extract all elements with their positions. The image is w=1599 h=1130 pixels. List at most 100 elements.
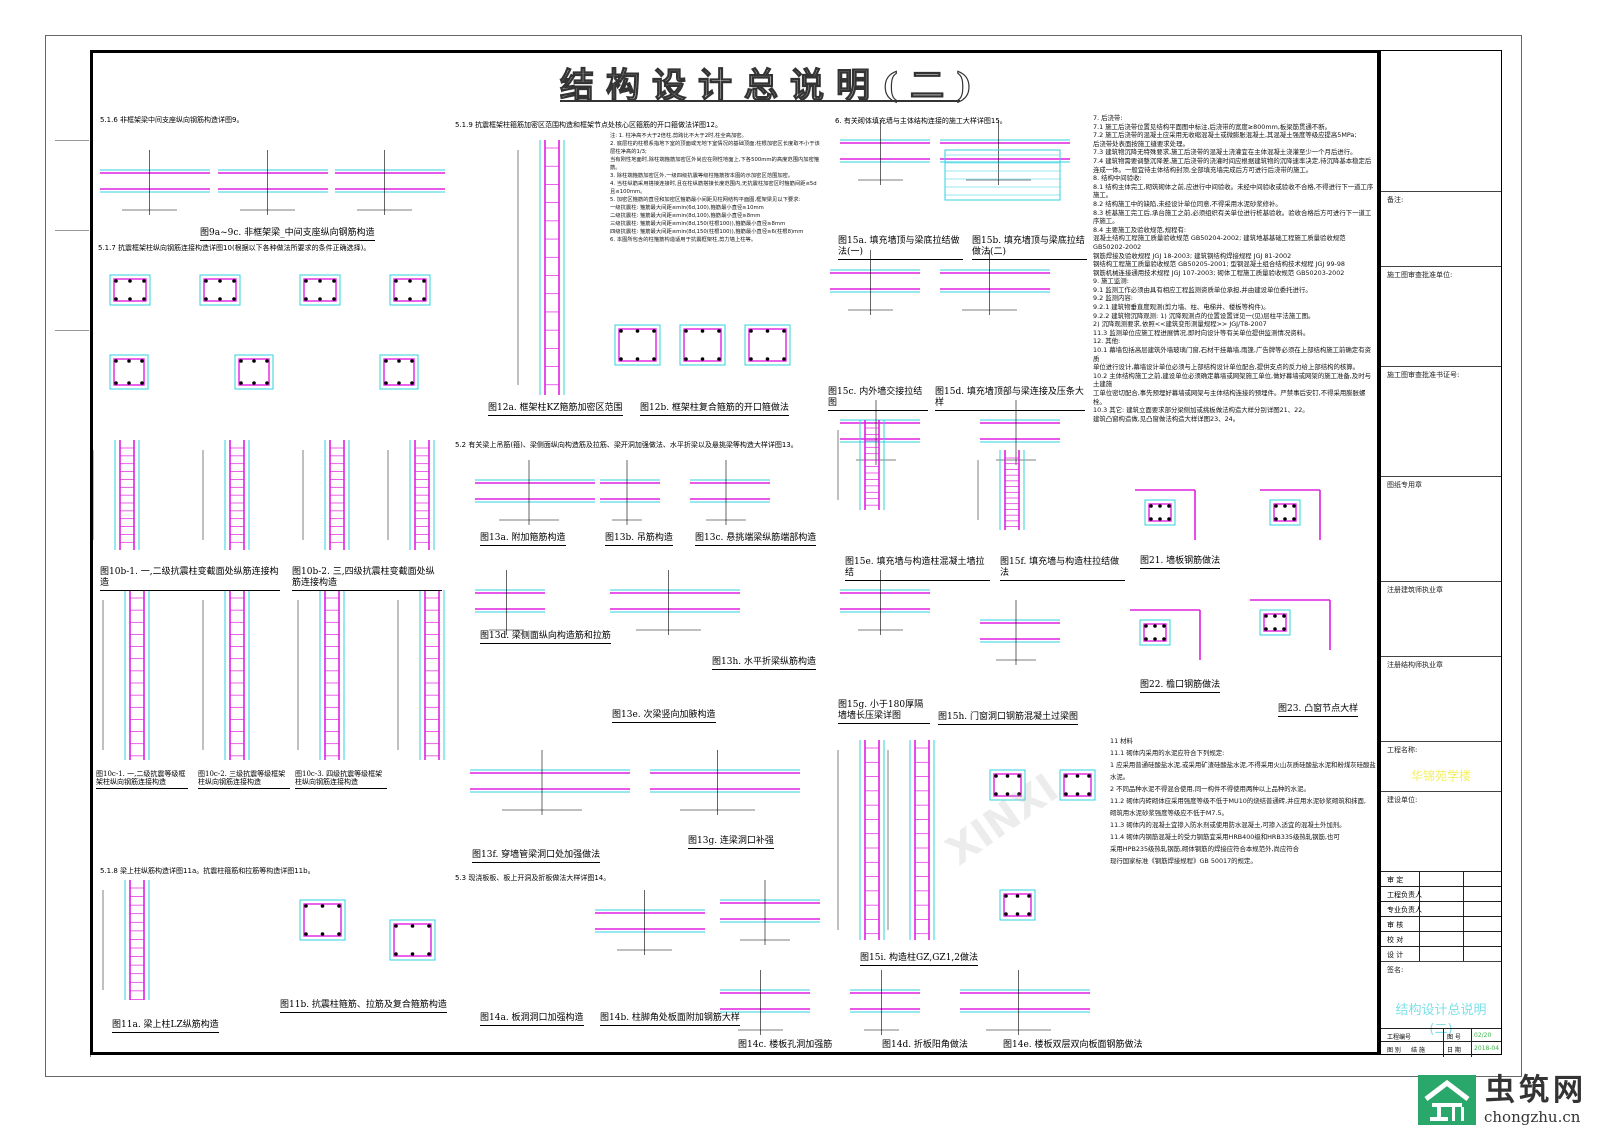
rebar-dot	[337, 904, 341, 908]
stamp-architect: 注册建筑师执业章	[1381, 581, 1501, 656]
note-line: 2. 底层柱的柱根系指地下室的顶面或无地下室情况的基础顶面;柱根加密区长度取不小…	[610, 141, 820, 155]
section-5-1-7: 5.1.7 抗震框架柱纵向钢筋连接构造详图10(根据以下各种做法所要求的条件正确…	[98, 244, 371, 252]
figure-caption: 图14d. 折板阳角做法	[882, 1040, 968, 1053]
binding-cell	[55, 140, 89, 231]
signature-field: 签名: 结构设计总说明(二)	[1381, 961, 1501, 1037]
house-icon	[1424, 1079, 1470, 1121]
rebar-dot	[1017, 792, 1021, 796]
note-line: 10.3 其它: 建筑立面要求部分梁侧加或挑板做法构造大样分别详图21、22。	[1093, 406, 1309, 415]
rebar-dot	[427, 952, 431, 956]
stirrup	[748, 328, 787, 362]
rebar-dot	[1144, 624, 1148, 628]
stirrup	[393, 278, 427, 302]
rebar-dot	[1075, 774, 1080, 778]
figure-caption: 图22. 檐口钢筋做法	[1140, 680, 1221, 693]
rebar-dot	[410, 381, 414, 385]
note-line: 10.1 幕墙包括高层建筑外墙玻璃门窗,石材干挂幕墙,雨篷,广告牌等必须在上部结…	[1093, 346, 1371, 363]
note-line: 7.4 建筑物需要调整沉降差,施工后浇带的浇灌时间应根据建筑物的沉降速率决定,待…	[1093, 156, 1372, 165]
rebar-dot	[422, 297, 426, 301]
figure-caption: 图15d. 填充墙顶部与梁连接及压条大样	[935, 387, 1085, 411]
figure-caption: 图15g. 小于180厚隔墙墙长压梁详图	[838, 700, 930, 724]
rebar-dot	[1144, 637, 1148, 641]
rebar-dot	[994, 774, 998, 778]
rebar-dot	[1264, 614, 1268, 618]
chongzhu-logo[interactable]	[1418, 1075, 1476, 1125]
stirrup	[1143, 623, 1167, 642]
rebar-dot	[717, 357, 721, 361]
rebar-dot	[1292, 504, 1296, 508]
rebar-dot	[1004, 894, 1008, 898]
rebar-dot	[337, 932, 341, 936]
sheet-border	[45, 35, 1522, 1077]
note-line: 10.2 主体结构施工之前,建设单位必须确定幕墙或网架施工单位,做好幕墙或网架的…	[1093, 371, 1371, 389]
role-label: 专业负责人	[1387, 906, 1422, 914]
rebar-dot	[142, 297, 146, 301]
logo-url[interactable]: chongzhu.cn	[1484, 1108, 1581, 1126]
figure-caption: 图15i. 构造柱GZ,GZ1,2做法	[860, 953, 978, 966]
rebar-dot	[1282, 627, 1286, 631]
rebar-dot	[252, 381, 256, 385]
remarks-field: 备注:	[1381, 191, 1501, 266]
section-6: 6. 有关砌体填充墙与主体结构连接的施工大样详图15。	[835, 117, 1007, 125]
note-line: 3. 除柱端箍筋加密区外,一级四级抗震等级柱箍筋按本图的示加密区范围加密。	[610, 173, 794, 179]
note-line: 7.3 建筑物沉降无特殊要求,施工后浇带的混凝土浇灌宜在主体混凝土浇灌至少一个月…	[1093, 148, 1357, 157]
date-label: 日 期	[1447, 1047, 1461, 1054]
section-outline	[379, 354, 419, 390]
note-line: 8. 结构中间验收:	[1093, 174, 1142, 183]
rebar-dot	[422, 279, 426, 283]
section-outline	[744, 324, 791, 366]
rebar-dot	[265, 381, 269, 385]
rebar-dot	[318, 279, 322, 283]
figure-caption: 图15c. 内外墙交接拉结图	[828, 387, 928, 411]
note-line: 建筑凸窗构造做,见凸窗做法构造大样详图23、24。	[1093, 414, 1240, 423]
rebar-dot	[1005, 774, 1010, 778]
rebar-dot	[1087, 792, 1091, 796]
rebar-dot	[320, 932, 325, 936]
rebar-dot	[320, 904, 325, 908]
rebar-dot	[332, 297, 336, 301]
section-outline	[199, 274, 241, 306]
logo-text: 虫筑网	[1485, 1073, 1587, 1108]
rebar-dot	[1149, 504, 1153, 508]
figure-caption: 图10c-3. 四级抗震等级框架柱纵向钢筋连接构造	[295, 770, 387, 789]
stirrup	[618, 328, 657, 362]
approval-row: 审 核	[1381, 916, 1501, 932]
rebar-dot	[1027, 912, 1031, 916]
rebar-dot	[1283, 517, 1287, 521]
rebar-dot	[239, 381, 243, 385]
rebar-dot	[1005, 792, 1010, 796]
rebar-dot	[1264, 627, 1268, 631]
rebar-dot	[232, 297, 236, 301]
section-outline	[989, 769, 1026, 801]
note-line: 9.2 监测内容:	[1093, 294, 1133, 303]
note-line: 7. 后浇带:	[1093, 114, 1123, 122]
rebar-dot	[1149, 517, 1153, 521]
rebar-dot	[218, 279, 222, 283]
rebar-dot	[1027, 894, 1031, 898]
section-5-2: 5.2 有关梁上吊筋(箍)、梁侧面纵向构造筋及拉筋、梁开洞加强做法、水平折梁以及…	[455, 441, 798, 449]
rebar-dot	[218, 297, 222, 301]
note-line: 8.4 主要施工及验收规范,规程有:	[1093, 225, 1187, 234]
note-line: 注: 1. 柱净高不大于2倍柱,剪跨比不大于2时,柱全高加密。	[610, 133, 747, 139]
rebar-dot	[684, 357, 688, 361]
note-line: 8.1 结构主体完工,砌筑砌体之前,应进行中间验收。未经中间验收或验收不合格,不…	[1093, 182, 1374, 200]
figure-caption: 图10c-2. 三级抗震等级框架柱纵向钢筋连接构造	[198, 770, 290, 789]
figure-caption: 图13b. 吊筋构造	[605, 533, 673, 546]
note-line: 钢结构工程施工质量验收规范 GB50205-2001; 型钢混凝土组合结构技术规…	[1093, 260, 1345, 269]
project-name: 华锦苑学楼	[1410, 769, 1471, 783]
stirrup	[1003, 893, 1032, 917]
note-line: 9.2.2 建筑物沉降观测: 1) 沉降观测点的位置设置详见一(见)层柱平法施工…	[1093, 311, 1315, 320]
drawing-name: 结构设计总说明(二)	[1395, 1003, 1487, 1037]
note-line: 砌筑用水泥砂浆强度等级应不低于M7.5。	[1110, 809, 1228, 817]
review-cert-field: 施工图审查批准书证号:	[1381, 366, 1501, 476]
rebar-dot	[1162, 637, 1166, 641]
rebar-dot	[1087, 774, 1091, 778]
approval-row: 专业负责人	[1381, 901, 1501, 917]
section-outline	[1269, 499, 1301, 526]
section-outline	[1259, 609, 1291, 636]
rebar-dot	[384, 359, 388, 363]
figure-caption: 图11a. 梁上柱LZ纵筋构造	[112, 1020, 219, 1033]
stirrup	[683, 328, 722, 362]
note-line: 11.1 砌体内采用的水泥应符合下列规定:	[1110, 749, 1225, 757]
